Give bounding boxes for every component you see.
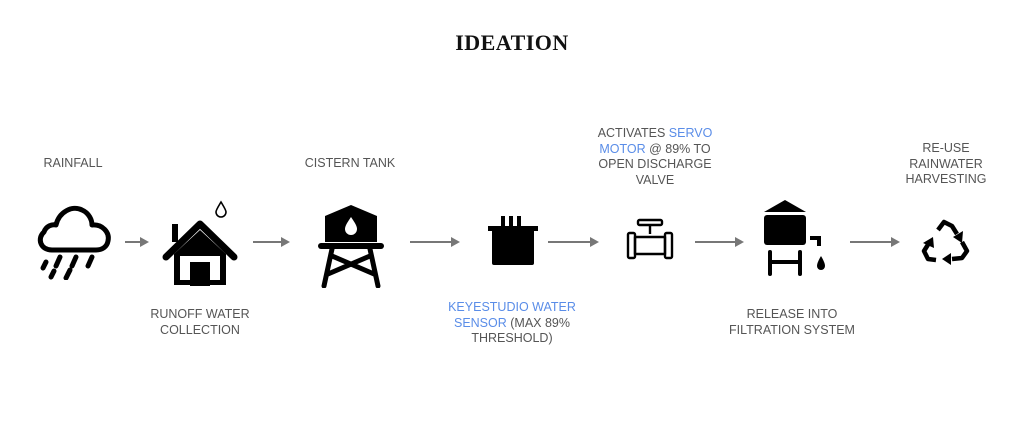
sensor-threshold-text: (MAX 89% <box>506 315 570 330</box>
reuse-label-line: RAINWATER <box>909 156 983 171</box>
flow-arrow <box>125 237 149 246</box>
sensor-icon <box>488 216 538 265</box>
diagram-title: IDEATION <box>455 30 569 55</box>
servo-text: VALVE <box>635 173 675 188</box>
sensor-name-highlight: SENSOR <box>453 315 507 330</box>
flow-arrow <box>695 237 744 246</box>
rain-cloud-icon <box>37 205 111 280</box>
flow-arrow <box>253 237 290 246</box>
reuse-label: RE-USE RAINWATER HARVESTING <box>846 141 1024 188</box>
release-label-line: RELEASE INTO <box>746 307 838 321</box>
reuse-label-line: HARVESTING <box>905 172 987 187</box>
flow-arrow <box>850 237 900 246</box>
servo-text: OPEN DISCHARGE <box>598 157 712 172</box>
filtration-tank-icon <box>764 200 825 276</box>
runoff-label: RUNOFF WATER COLLECTION <box>100 307 300 338</box>
servo-highlight: MOTOR <box>599 141 646 156</box>
flow-arrow <box>410 237 460 246</box>
runoff-label-line: RUNOFF WATER <box>150 307 250 321</box>
servo-highlight: SERVO <box>668 126 713 140</box>
runoff-label-line: COLLECTION <box>160 322 240 337</box>
sensor-threshold-text: THRESHOLD) <box>471 331 553 346</box>
sensor-label: KEYESTUDIO WATER SENSOR (MAX 89% THRESHO… <box>412 300 612 347</box>
release-label-line: FILTRATION SYSTEM <box>729 322 855 337</box>
servo-text: @ 89% TO <box>645 141 711 156</box>
rainfall-label: RAINFALL <box>43 156 103 170</box>
sensor-name-highlight: KEYESTUDIO WATER <box>448 300 576 314</box>
recycle-icon <box>921 219 970 265</box>
reuse-label-line: RE-USE <box>922 141 970 155</box>
house-icon <box>162 200 238 286</box>
servo-text: ACTIVATES <box>597 126 669 140</box>
valve-icon <box>626 218 674 260</box>
servo-label: ACTIVATES SERVO MOTOR @ 89% TO OPEN DISC… <box>555 126 755 189</box>
flow-arrow <box>548 237 599 246</box>
water-tower-icon <box>318 205 384 288</box>
release-label: RELEASE INTO FILTRATION SYSTEM <box>692 307 892 338</box>
cistern-label: CISTERN TANK <box>304 156 396 170</box>
